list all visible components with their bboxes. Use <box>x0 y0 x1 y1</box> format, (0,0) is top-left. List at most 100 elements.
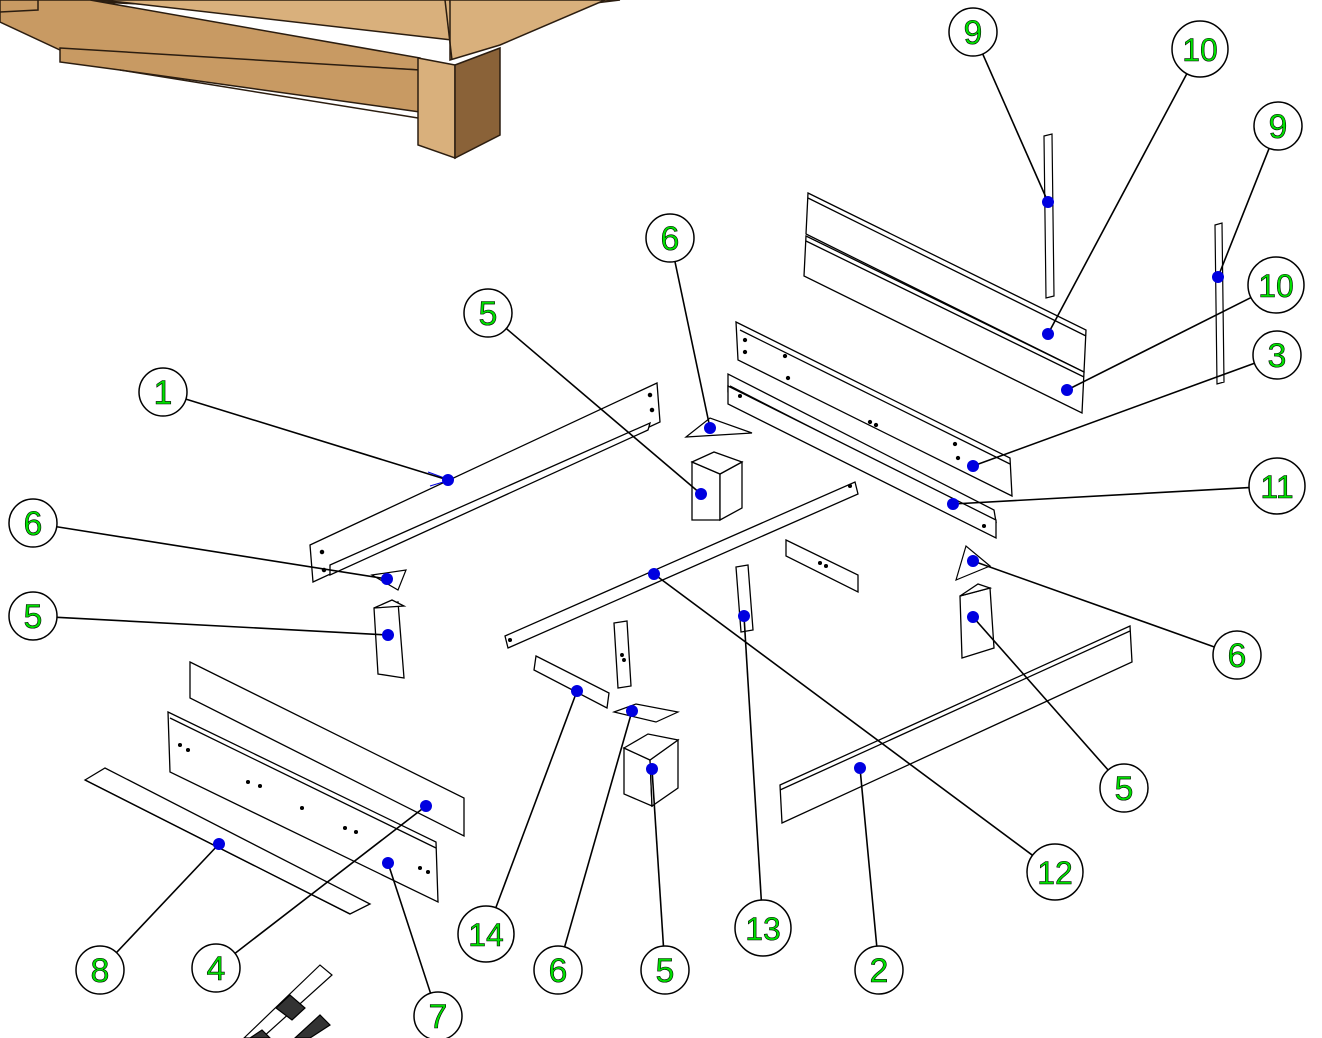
leader-line-3 <box>972 362 1255 467</box>
leader-line-10 <box>1066 296 1252 391</box>
callout-dot-9 <box>1042 196 1054 208</box>
callout-number: 5 <box>24 598 43 636</box>
callout-circle <box>640 945 690 995</box>
leader-line-12 <box>653 573 1034 856</box>
callout-circle <box>854 945 904 995</box>
callout-circle <box>8 591 58 641</box>
part-9-strips <box>1043 133 1225 385</box>
part-small-post <box>613 620 632 689</box>
callout-dot-6 <box>704 422 716 434</box>
callout-circle <box>138 367 188 417</box>
leader-line-1 <box>185 398 449 481</box>
callout-dot-2 <box>854 762 866 774</box>
leader-line-14 <box>495 690 578 909</box>
leader-line-4 <box>234 805 427 954</box>
leader-line-2 <box>859 767 878 947</box>
callout-dot-1 <box>442 474 454 486</box>
callout-dot-8 <box>213 838 225 850</box>
callout-dot-6 <box>626 705 638 717</box>
callout-number: 3 <box>1268 337 1287 375</box>
leader-line-11 <box>952 486 1250 505</box>
callout-circle <box>645 213 695 263</box>
callout-5: 5 <box>463 288 513 338</box>
callout-circle <box>533 945 583 995</box>
part-small-block <box>785 538 859 594</box>
hardware-clips <box>243 964 333 1038</box>
leader-line-6 <box>674 261 711 429</box>
callout-number: 13 <box>745 911 781 947</box>
callout-circle <box>1247 256 1305 314</box>
callout-circle <box>1248 457 1306 515</box>
callout-dot-10 <box>1042 328 1054 340</box>
callout-circle <box>463 288 513 338</box>
part-2-board <box>779 625 1133 824</box>
callout-leaders <box>56 53 1270 994</box>
callout-number: 5 <box>1115 770 1134 808</box>
callout-dot-5 <box>695 488 707 500</box>
callout-circle <box>1171 20 1229 78</box>
callout-6: 6 <box>533 945 583 995</box>
callout-12: 12 <box>1026 843 1084 901</box>
callout-dot-3 <box>967 460 979 472</box>
callout-dot-11 <box>947 498 959 510</box>
callout-6: 6 <box>1212 630 1262 680</box>
leader-line-5 <box>651 768 665 947</box>
callout-dot-5 <box>646 763 658 775</box>
callout-6: 6 <box>645 213 695 263</box>
callout-5: 5 <box>1099 763 1149 813</box>
callout-1: 1 <box>138 367 188 417</box>
callout-number: 5 <box>656 952 675 990</box>
callout-2: 2 <box>854 945 904 995</box>
part-12-center-beam <box>504 481 859 649</box>
callout-dot-13 <box>738 610 750 622</box>
callout-number: 9 <box>964 14 983 52</box>
callout-number: 10 <box>1258 268 1294 304</box>
callout-dot-6 <box>967 555 979 567</box>
leader-line-7 <box>387 862 432 994</box>
callout-6: 6 <box>8 498 58 548</box>
callout-10: 10 <box>1247 256 1305 314</box>
part-5-legs <box>373 451 995 808</box>
callout-dot-5 <box>967 611 979 623</box>
leader-line-5 <box>56 616 389 636</box>
callout-circle <box>457 905 515 963</box>
callout-dot-12 <box>648 568 660 580</box>
callout-circle <box>1099 763 1149 813</box>
callout-number: 6 <box>661 220 680 258</box>
callout-number: 4 <box>207 950 226 988</box>
callout-circle <box>1252 330 1302 380</box>
leader-line-8 <box>115 843 220 954</box>
callout-circle <box>734 899 792 957</box>
callout-number: 1 <box>154 374 173 412</box>
callout-number: 10 <box>1182 32 1218 68</box>
callout-dot-9 <box>1212 271 1224 283</box>
leader-line-10 <box>1047 73 1188 335</box>
part-3-rail <box>735 320 1013 498</box>
callout-number: 6 <box>549 952 568 990</box>
callout-circle <box>191 943 241 993</box>
callout-number: 2 <box>870 952 889 990</box>
callout-dot-6 <box>381 573 393 585</box>
leader-line-13 <box>743 615 763 901</box>
callout-number: 8 <box>91 952 110 990</box>
callout-number: 11 <box>1260 469 1293 505</box>
callout-number: 6 <box>24 505 43 543</box>
callout-circle <box>413 991 463 1038</box>
callout-circle <box>75 945 125 995</box>
assembled-bed-preview <box>0 0 621 160</box>
callout-4: 4 <box>191 943 241 993</box>
callout-circle <box>1253 101 1303 151</box>
callout-circle <box>1212 630 1262 680</box>
callout-9: 9 <box>948 7 998 57</box>
callout-dot-10 <box>1061 384 1073 396</box>
part-11-rail <box>727 372 997 540</box>
callout-13: 13 <box>734 899 792 957</box>
callout-dot-5 <box>382 629 394 641</box>
callout-number: 9 <box>1269 108 1288 146</box>
callout-circle <box>1026 843 1084 901</box>
callout-dot-4 <box>420 800 432 812</box>
callout-number: 6 <box>1228 637 1247 675</box>
leader-line-6 <box>563 710 633 948</box>
part-4-board <box>189 660 465 838</box>
